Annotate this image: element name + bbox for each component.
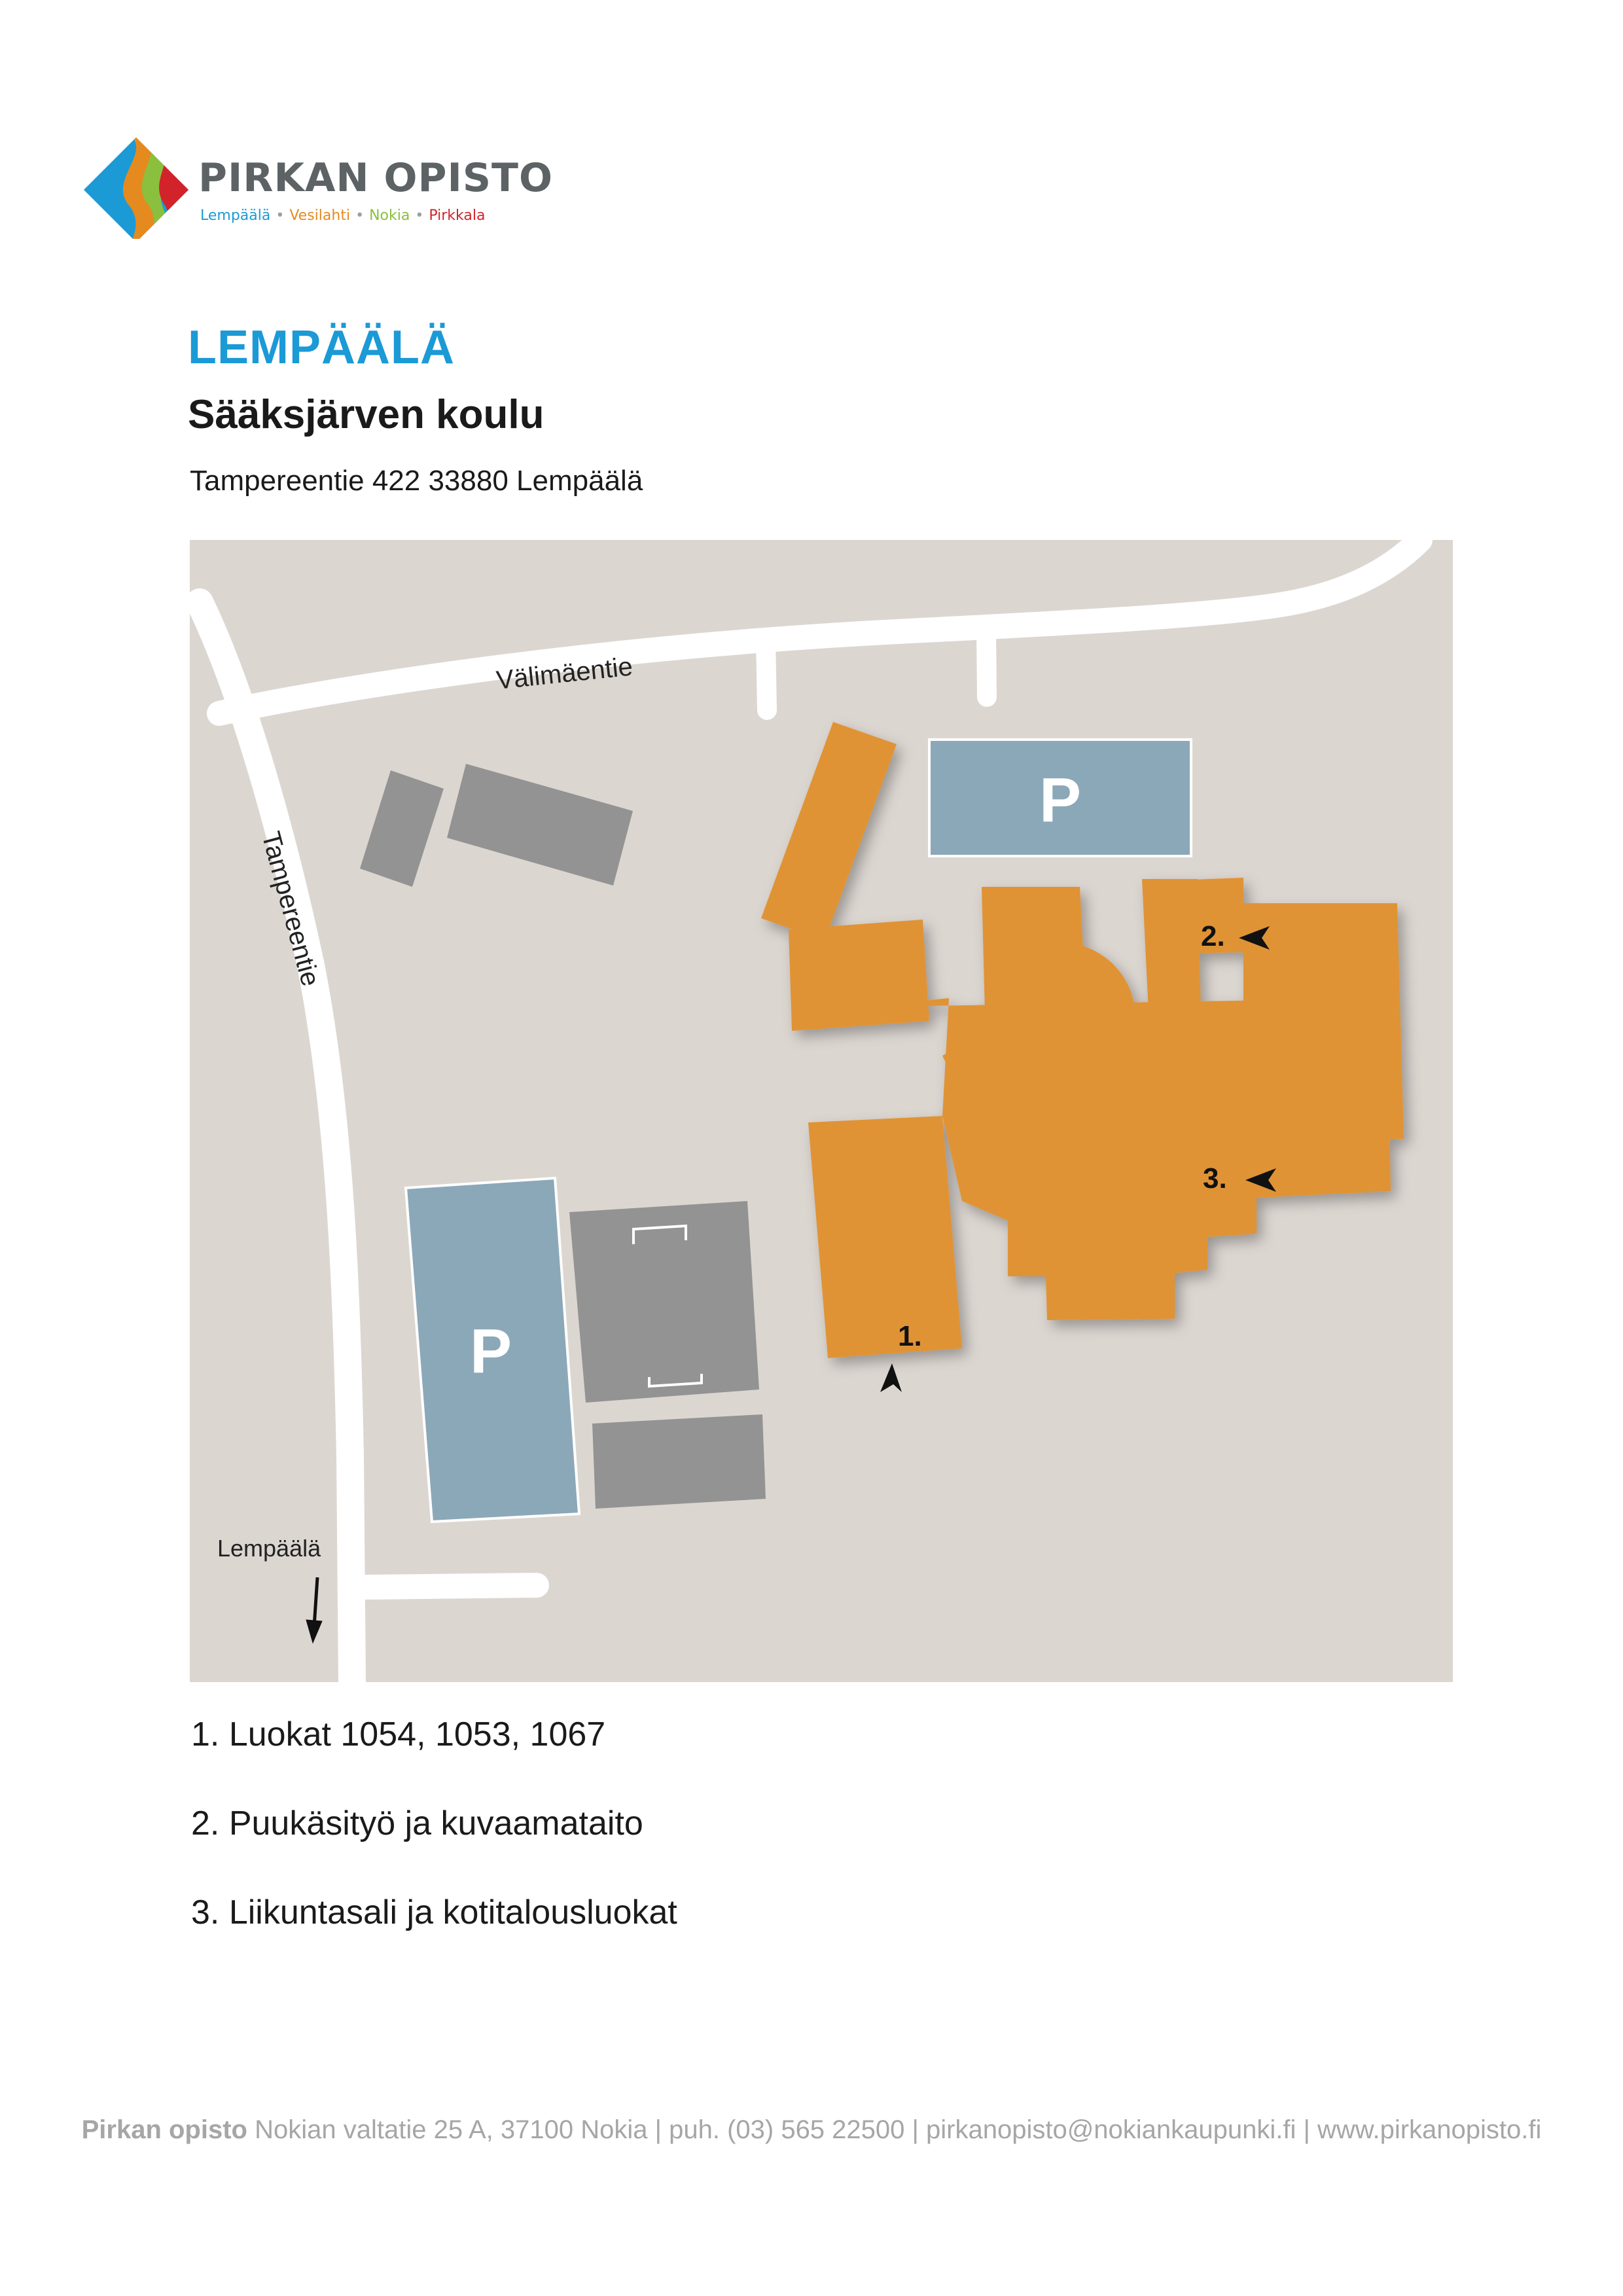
- building-wing-north: [761, 722, 897, 941]
- town-lempaala: Lempäälä: [200, 207, 271, 224]
- brand-name: PIRKAN OPISTO: [198, 155, 553, 201]
- roads: [190, 540, 1433, 1682]
- grey-building: [447, 764, 633, 886]
- entrance-legend: 1. Luokat 1054, 1053, 1067 2. Puukäsityö…: [191, 1715, 677, 1982]
- field-markings: [632, 1224, 703, 1388]
- legend-item-2: 2. Puukäsityö ja kuvaamataito: [191, 1804, 643, 1842]
- parking-label-west: P: [470, 1316, 512, 1386]
- building-wing-east-upper: [1175, 878, 1243, 954]
- direction-arrow-icon: [306, 1577, 323, 1644]
- other-buildings: [360, 764, 766, 1509]
- legend-item-1: 1. Luokat 1054, 1053, 1067: [191, 1715, 606, 1753]
- driveway-2: [976, 622, 997, 707]
- tampereentie-road: [190, 588, 366, 1682]
- legend-item-3: 3. Liikuntasali ja kotitalousluokat: [191, 1893, 677, 1931]
- entrance-2-label: 2.: [1201, 920, 1225, 952]
- parking-area-north: [928, 738, 1192, 857]
- parking-label-north: P: [1039, 765, 1081, 835]
- grey-building: [360, 770, 444, 887]
- entrance-1-arrow-icon: [880, 1363, 902, 1392]
- entrance-2-arrow-icon: [1239, 926, 1270, 950]
- entrance-1-label: 1.: [898, 1320, 922, 1352]
- school-address: Tampereentie 422 33880 Lempäälä: [190, 465, 643, 497]
- footer-details: Nokian valtatie 25 A, 37100 Nokia | puh.…: [247, 2115, 1542, 2144]
- footer-org: Pirkan opisto: [81, 2115, 247, 2144]
- building-wing-northwest: [789, 920, 929, 1031]
- region-title: LEMPÄÄLÄ: [188, 321, 455, 374]
- building-wing-southwest: [808, 1116, 962, 1358]
- town-separator: •: [415, 207, 424, 224]
- parking-area-west: [404, 1176, 581, 1524]
- entrance-3-label: 3.: [1203, 1162, 1227, 1194]
- town-pirkkala: Pirkkala: [429, 207, 486, 224]
- school-name: Sääksjärven koulu: [188, 392, 544, 437]
- site-map: Välimäentie Tampereentie Lempäälä P P: [190, 540, 1453, 1682]
- school-building: [761, 722, 1404, 1358]
- entrance-3-arrow-icon: [1245, 1168, 1276, 1192]
- footer: Pirkan opisto Nokian valtatie 25 A, 3710…: [0, 2115, 1623, 2145]
- site-map-svg: Välimäentie Tampereentie Lempäälä P P: [190, 540, 1453, 1682]
- town-separator: •: [276, 207, 285, 224]
- town-vesilahti: Vesilahti: [289, 207, 351, 224]
- pirkan-opisto-logo: PIRKAN OPISTO Lempäälä•Vesilahti•Nokia•P…: [84, 134, 552, 239]
- building-wing-east: [1243, 903, 1404, 1142]
- driveway-1: [756, 628, 777, 720]
- town-nokia: Nokia: [369, 207, 410, 224]
- side-road: [354, 1573, 549, 1600]
- building-rotunda: [985, 942, 1135, 1093]
- town-separator: •: [355, 207, 365, 224]
- lempaala-direction-label: Lempäälä: [217, 1535, 321, 1562]
- flame-logo-icon: [84, 137, 188, 239]
- grey-building: [592, 1414, 766, 1509]
- sports-field: [569, 1201, 759, 1403]
- brand-towns: Lempäälä•Vesilahti•Nokia•Pirkkala: [200, 207, 485, 224]
- building-link: [942, 1034, 995, 1122]
